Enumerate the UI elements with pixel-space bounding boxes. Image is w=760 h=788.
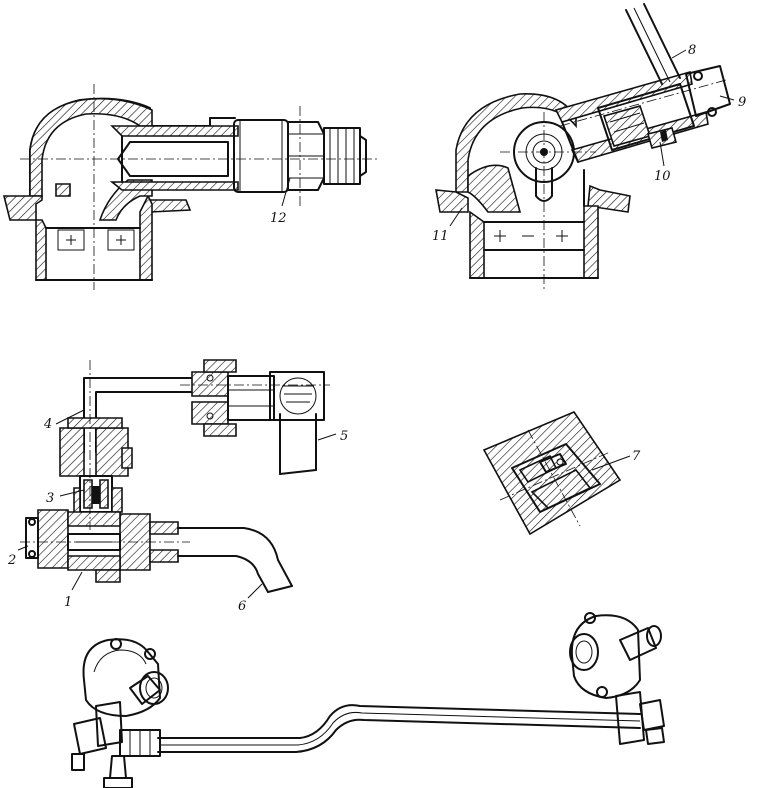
valve-assembly-middle xyxy=(17,359,337,599)
callout-6: 6 xyxy=(238,599,246,614)
callout-5: 5 xyxy=(340,429,348,444)
perspective-assembly-bottom xyxy=(71,612,665,788)
callout-2: 2 xyxy=(7,553,16,568)
housing-top-left xyxy=(2,84,378,290)
callout-9: 9 xyxy=(738,95,746,110)
callout-3: 3 xyxy=(46,491,54,506)
bracket-section-7 xyxy=(482,411,631,536)
callout-11: 11 xyxy=(432,229,449,244)
callout-10: 10 xyxy=(654,169,671,184)
callout-1: 1 xyxy=(64,595,72,610)
callout-12: 12 xyxy=(270,211,287,226)
callout-4: 4 xyxy=(43,417,52,432)
callout-7: 7 xyxy=(632,449,641,464)
housing-top-right xyxy=(435,3,735,290)
callout-8: 8 xyxy=(688,43,696,58)
